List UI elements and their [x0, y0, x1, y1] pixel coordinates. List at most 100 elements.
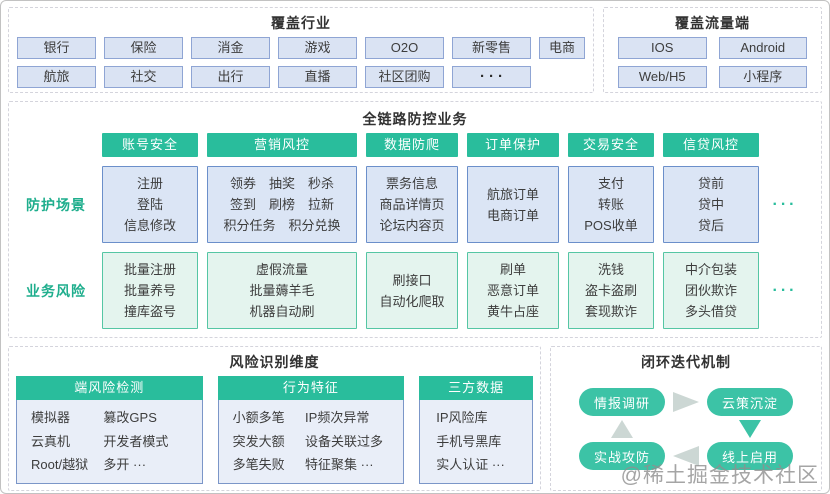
cell-line: 注册	[136, 176, 163, 191]
cell-line: 商品详情页	[379, 197, 445, 212]
cell-line: 黄牛占座	[486, 304, 539, 319]
cell-line: 盗卡盗刷	[584, 283, 637, 298]
risk-dimensions-panel: 风险识别维度 端风险检测 模拟器 篡改GPS 云真机 开发者模式 Root/越狱…	[8, 346, 541, 491]
covered-industries-panel: 覆盖行业 银行 保险 消金 游戏 O2O 新零售 电商 航旅 社交 出行 直播 …	[8, 7, 594, 93]
scene-cell-account: 注册 登陆 信息修改	[102, 166, 198, 243]
loop-node-cloud-strategy: 云策沉淀	[707, 388, 793, 416]
dim-item: 手机号黑库	[436, 433, 502, 449]
device-risk-box: 端风险检测 模拟器 篡改GPS 云真机 开发者模式 Root/越狱 多开 ···	[16, 376, 203, 484]
dim-item: 模拟器	[31, 409, 71, 425]
industry-chip: 社区团购	[365, 66, 444, 88]
cell-line: 刷接口	[392, 272, 432, 288]
cell-line: 团伙欺诈	[684, 283, 737, 298]
dim-item: 开发者模式	[103, 433, 169, 449]
arrow-up-icon	[611, 420, 633, 438]
scene-cell-crawler: 票务信息 商品详情页 论坛内容页	[366, 166, 458, 243]
dim-item: 小额多笔	[232, 409, 285, 425]
industry-chip: O2O	[365, 37, 444, 59]
cell-line: 恶意订单	[486, 283, 539, 298]
loop-node-live-attack-defense: 实战攻防	[579, 442, 665, 470]
dim-item: 云真机	[31, 433, 71, 449]
cell-line: 自动化爬取	[379, 293, 445, 309]
risk-cell-order: 刷单 恶意订单 黄牛占座	[467, 252, 559, 329]
industry-chip: 新零售	[452, 37, 531, 59]
third-party-data-body: IP风险库 手机号黑库 实人认证 ···	[419, 400, 533, 484]
fullchain-matrix: 账号安全 营销风控 数据防爬 订单保护 交易安全 信贷风控 防护场景 注册 登陆…	[17, 133, 813, 329]
cell-line: 积分任务 积分兑换	[223, 218, 341, 233]
column-header-credit-risk: 信贷风控	[663, 133, 759, 157]
column-header-marketing-risk: 营销风控	[207, 133, 357, 157]
cell-line: 贷中	[697, 197, 724, 212]
dim-item: IP风险库	[436, 409, 488, 425]
device-risk-body: 模拟器 篡改GPS 云真机 开发者模式 Root/越狱 多开 ···	[16, 400, 203, 484]
cell-line: 登陆	[136, 197, 163, 212]
dim-item: 设备关联过多	[305, 433, 384, 449]
industries-grid: 银行 保险 消金 游戏 O2O 新零售 电商 航旅 社交 出行 直播 社区团购 …	[9, 37, 593, 94]
scene-cell-marketing: 领券 抽奖 秒杀 签到 刷榜 拉新 积分任务 积分兑换	[207, 166, 357, 243]
matrix-header-spacer	[768, 133, 802, 157]
covered-channels-title: 覆盖流量端	[675, 17, 750, 32]
cell-line: 中介包装	[684, 262, 737, 277]
risk-dimensions-title: 风险识别维度	[229, 356, 320, 371]
cell-line: 批量薅羊毛	[249, 283, 315, 298]
channel-chip: Web/H5	[618, 66, 707, 88]
risk-cell-account: 批量注册 批量养号 撞库盗号	[102, 252, 198, 329]
arrow-down-icon	[739, 420, 761, 438]
column-header-order-protection: 订单保护	[467, 133, 559, 157]
scene-cell-order: 航旅订单 电商订单	[467, 166, 559, 243]
matrix-corner	[19, 133, 93, 157]
industries-more-dots: ···	[452, 66, 531, 88]
industry-chip: 保险	[104, 37, 183, 59]
risk-row-label: 业务风险	[26, 282, 86, 299]
cell-line: POS收单	[584, 218, 638, 233]
closed-loop-cycle: 情报调研 云策沉淀 实战攻防 线上启用	[551, 388, 821, 470]
cell-line: 贷前	[697, 176, 724, 191]
arrow-right-icon	[673, 392, 699, 412]
scene-row-label: 防护场景	[26, 196, 86, 213]
risk-cell-marketing: 虚假流量 批量薅羊毛 机器自动刷	[207, 252, 357, 329]
cell-line: 航旅订单	[486, 186, 539, 202]
industry-chip: 社交	[104, 66, 183, 88]
industry-chip: 消金	[191, 37, 270, 59]
risk-cell-credit: 中介包装 团伙欺诈 多头借贷	[663, 252, 759, 329]
behavior-feature-box: 行为特征 小额多笔 IP频次异常 突发大额 设备关联过多 多笔失败 特征聚集 ·…	[217, 376, 405, 484]
cell-line: 支付	[597, 176, 624, 191]
cell-line: 套现欺诈	[584, 304, 637, 319]
cell-line: 信息修改	[123, 218, 176, 233]
loop-node-intel-research: 情报调研	[579, 388, 665, 416]
industry-chip: 游戏	[278, 37, 357, 59]
third-party-data-box: 三方数据 IP风险库 手机号黑库 实人认证 ···	[419, 376, 533, 484]
channel-chip: Android	[718, 37, 807, 59]
bottom-row: 风险识别维度 端风险检测 模拟器 篡改GPS 云真机 开发者模式 Root/越狱…	[8, 346, 822, 491]
closed-loop-panel: 闭环迭代机制 情报调研 云策沉淀 实战攻防 线上启用	[550, 346, 822, 491]
closed-loop-title: 闭环迭代机制	[641, 356, 731, 371]
behavior-feature-header: 行为特征	[217, 376, 405, 400]
cell-line: 批量注册	[123, 262, 176, 277]
top-row: 覆盖行业 银行 保险 消金 游戏 O2O 新零售 电商 航旅 社交 出行 直播 …	[8, 7, 822, 93]
cell-line: 刷单	[499, 262, 526, 277]
industry-chip: 航旅	[17, 66, 96, 88]
column-header-anti-crawler: 数据防爬	[366, 133, 458, 157]
cell-line: 电商订单	[486, 207, 539, 223]
dim-item: 突发大额	[232, 433, 285, 449]
dim-item: Root/越狱	[31, 457, 89, 473]
behavior-feature-body: 小额多笔 IP频次异常 突发大额 设备关联过多 多笔失败 特征聚集 ···	[217, 400, 405, 484]
cell-line: 贷后	[697, 218, 724, 233]
cell-line: 多头借贷	[684, 304, 737, 319]
dimension-boxes: 端风险检测 模拟器 篡改GPS 云真机 开发者模式 Root/越狱 多开 ···…	[9, 376, 540, 484]
cell-line: 虚假流量	[255, 262, 308, 277]
cell-line: 机器自动刷	[249, 304, 315, 319]
channels-grid: IOS Android Web/H5 小程序	[604, 37, 821, 94]
device-risk-header: 端风险检测	[16, 376, 203, 400]
fullchain-title: 全链路防控业务	[362, 113, 468, 128]
loop-node-online-enable: 线上启用	[707, 442, 793, 470]
risk-cell-crawler: 刷接口 自动化爬取	[366, 252, 458, 329]
fullchain-panel: 全链路防控业务 账号安全 营销风控 数据防爬 订单保护 交易安全 信贷风控 防护…	[8, 101, 822, 338]
channel-chip: 小程序	[718, 66, 807, 88]
industry-chip: 出行	[191, 66, 270, 88]
industry-chip: 电商	[539, 37, 585, 59]
cell-line: 票务信息	[385, 176, 438, 191]
channel-chip: IOS	[618, 37, 707, 59]
covered-industries-title: 覆盖行业	[271, 17, 331, 32]
